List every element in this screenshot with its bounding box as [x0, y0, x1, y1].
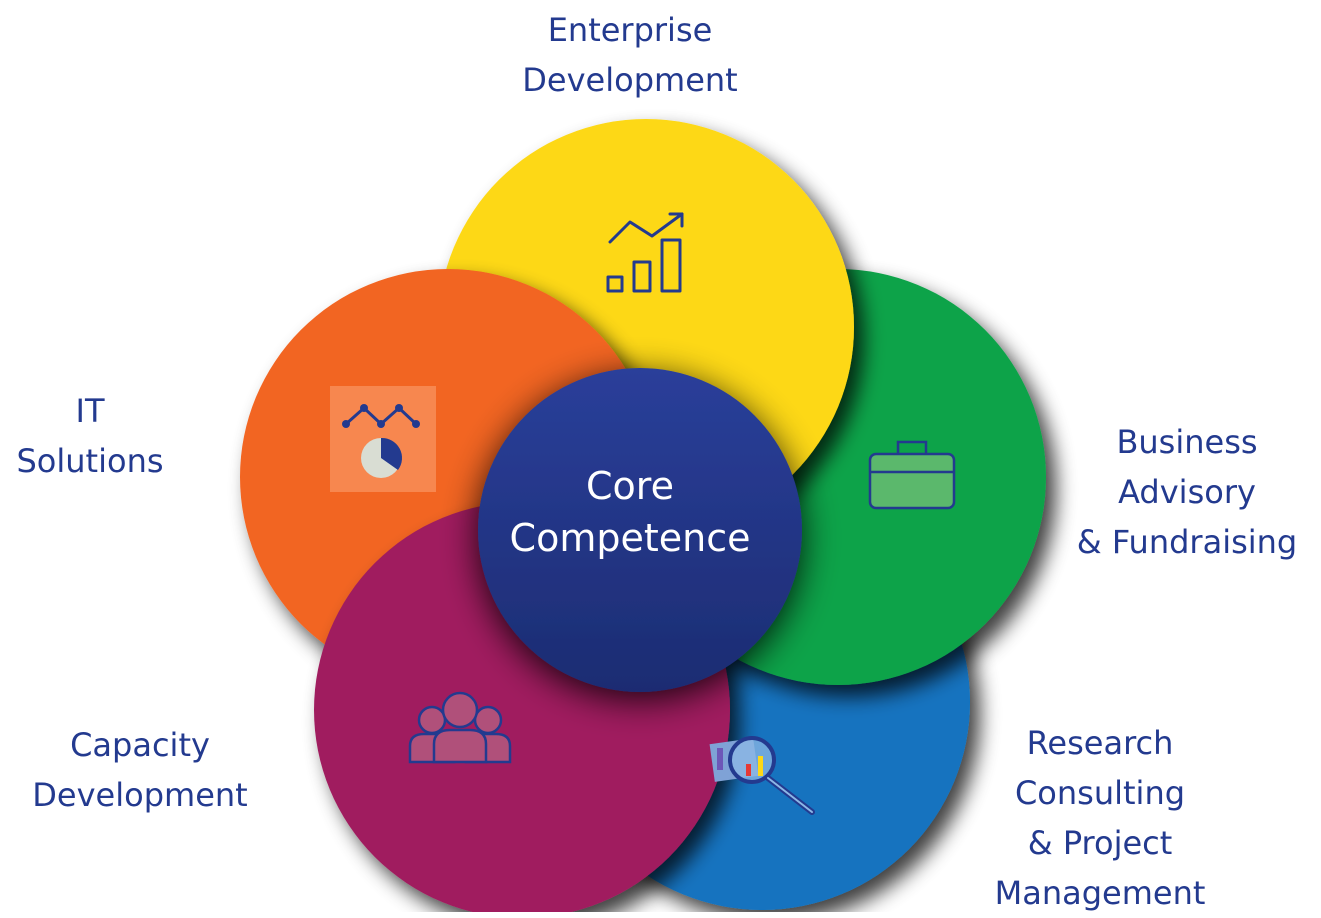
label-capacity-development: Capacity Development: [10, 720, 270, 820]
analytics-icon: [330, 386, 436, 492]
label-research-line-4: Management: [994, 874, 1206, 912]
briefcase-icon: [868, 440, 956, 510]
label-it-line-1: IT: [75, 392, 105, 430]
label-research-line-1: Research: [1026, 724, 1174, 762]
core-label: Core Competence: [490, 460, 770, 564]
label-enterprise-line-1: Enterprise: [547, 11, 713, 49]
core-label-line-2: Competence: [509, 516, 751, 560]
core-circle[interactable]: [478, 368, 802, 692]
magnifier-report-icon: [709, 736, 815, 815]
label-research-line-3: & Project: [1027, 824, 1173, 862]
people-group-icon: [408, 691, 512, 764]
label-capacity-line-1: Capacity: [70, 726, 210, 764]
label-enterprise-development: Enterprise Development: [480, 5, 780, 105]
label-enterprise-line-2: Development: [522, 61, 738, 99]
label-capacity-line-2: Development: [32, 776, 248, 814]
label-it-solutions: IT Solutions: [0, 386, 180, 486]
label-research-line-2: Consulting: [1014, 774, 1186, 812]
core-label-line-1: Core: [586, 464, 674, 508]
label-business-line-2: Advisory: [1118, 473, 1256, 511]
label-business-line-3: & Fundraising: [1076, 523, 1298, 561]
label-it-line-2: Solutions: [16, 442, 164, 480]
label-business-line-1: Business: [1116, 423, 1258, 461]
label-research-consulting: Research Consulting & Project Management: [980, 718, 1220, 918]
growth-chart-icon: [606, 212, 684, 293]
label-business-advisory: Business Advisory & Fundraising: [1062, 417, 1312, 567]
